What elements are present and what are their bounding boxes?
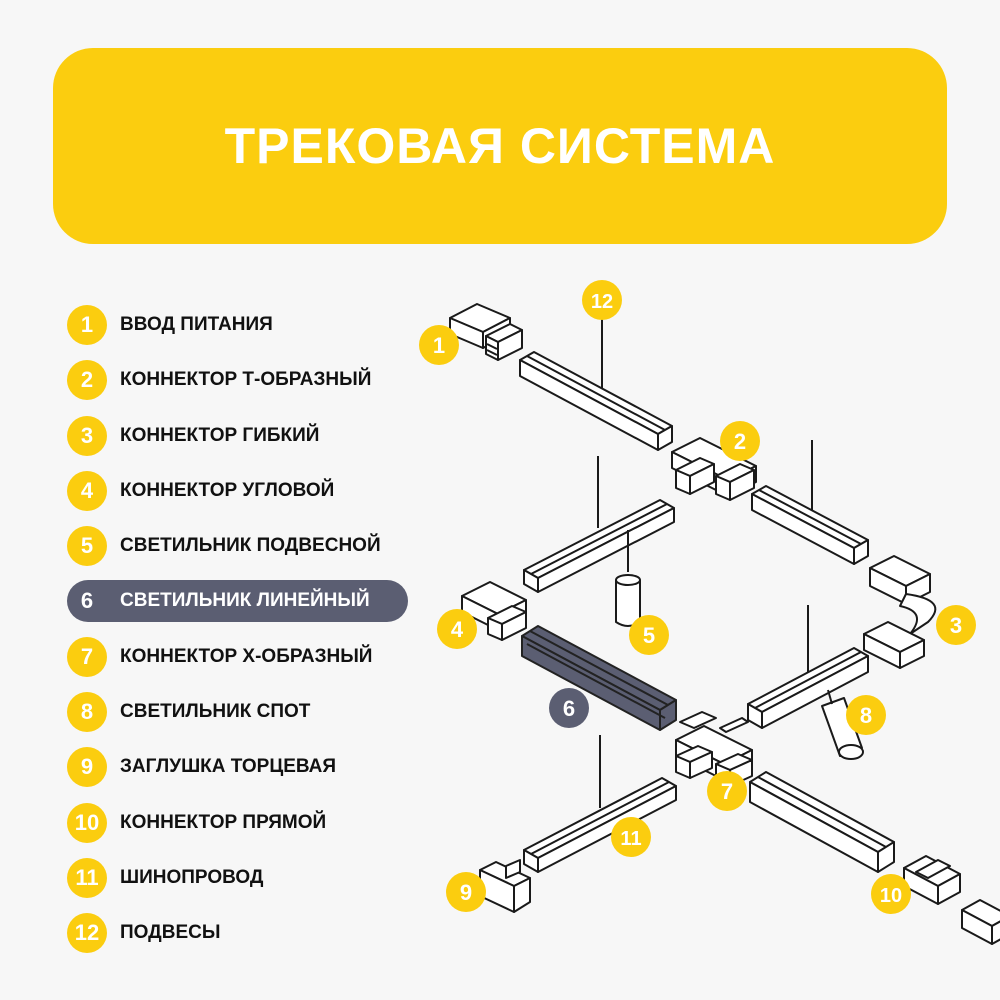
legend-number-badge: 2 — [67, 360, 107, 401]
straight-connector-part — [903, 855, 961, 905]
badge-5: 5 — [629, 615, 669, 655]
legend-number-badge: 9 — [67, 747, 107, 788]
legend-item-end-cap[interactable]: 9 ЗАГЛУШКА ТОРЦЕВАЯ — [67, 746, 412, 788]
legend-item-label: КОННЕКТОР Х-ОБРАЗНЫЙ — [120, 645, 373, 667]
badge-10: 10 — [871, 874, 911, 914]
svg-text:2: 2 — [734, 429, 746, 454]
badge-1: 1 — [419, 325, 459, 365]
legend-number-badge: 12 — [67, 913, 107, 954]
t-connector-part — [671, 437, 757, 501]
legend-item-suspensions[interactable]: 12 ПОДВЕСЫ — [67, 912, 412, 954]
svg-text:1: 1 — [433, 333, 445, 358]
legend-number-badge: 3 — [67, 415, 107, 456]
svg-text:7: 7 — [721, 779, 733, 804]
legend-list: 1 ВВОД ПИТАНИЯ 2 КОННЕКТОР Т-ОБРАЗНЫЙ 3 … — [67, 304, 412, 968]
badge-12: 12 — [582, 280, 622, 320]
legend-item-label: КОННЕКТОР Т-ОБРАЗНЫЙ — [120, 369, 372, 391]
legend-item-label: КОННЕКТОР ГИБКИЙ — [120, 424, 320, 446]
rail-right-middle — [747, 647, 869, 729]
svg-text:11: 11 — [620, 828, 641, 850]
badge-3: 3 — [936, 605, 976, 645]
badge-2: 2 — [720, 421, 760, 461]
svg-text:5: 5 — [643, 623, 655, 648]
badge-7: 7 — [707, 771, 747, 811]
svg-text:12: 12 — [591, 291, 613, 313]
end-cap-part — [479, 859, 531, 913]
legend-item-spot-light[interactable]: 8 СВЕТИЛЬНИК СПОТ — [67, 691, 412, 733]
legend-item-busbar[interactable]: 11 ШИНОПРОВОД — [67, 857, 412, 899]
linear-light-part — [521, 625, 677, 731]
spot-light-part — [821, 689, 864, 760]
rail-top — [519, 351, 673, 451]
track-system-diagram: 1 12 2 3 4 5 6 8 7 11 9 10 — [415, 270, 1000, 1000]
badge-9: 9 — [446, 872, 486, 912]
legend-number-badge: 5 — [67, 526, 107, 567]
legend-number-badge: 4 — [67, 470, 107, 511]
title-banner: ТРЕКОВАЯ СИСТЕМА — [53, 48, 947, 244]
legend-item-flexible-connector[interactable]: 3 КОННЕКТОР ГИБКИЙ — [67, 415, 412, 457]
legend-item-straight-connector[interactable]: 10 КОННЕКТОР ПРЯМОЙ — [67, 802, 412, 844]
badge-8: 8 — [846, 695, 886, 735]
svg-text:4: 4 — [451, 617, 464, 642]
legend-item-power-input[interactable]: 1 ВВОД ПИТАНИЯ — [67, 304, 412, 346]
svg-text:8: 8 — [860, 703, 872, 728]
badge-6: 6 — [549, 688, 589, 728]
page-title: ТРЕКОВАЯ СИСТЕМА — [224, 118, 776, 174]
power-input-part — [449, 303, 523, 361]
legend-item-label: ВВОД ПИТАНИЯ — [120, 314, 273, 335]
rail-bottom-left — [523, 777, 677, 873]
svg-text:9: 9 — [460, 880, 472, 905]
legend-item-x-connector[interactable]: 7 КОННЕКТОР Х-ОБРАЗНЫЙ — [67, 636, 412, 678]
legend-number-badge: 6 — [80, 588, 94, 614]
legend-number-badge: 7 — [67, 636, 107, 677]
legend-item-label: ЗАГЛУШКА ТОРЦЕВАЯ — [120, 756, 337, 778]
legend-item-label: ШИНОПРОВОД — [120, 866, 264, 888]
legend-number-badge: 8 — [67, 692, 107, 733]
rail-bottom-right — [749, 771, 895, 873]
legend-item-t-connector[interactable]: 2 КОННЕКТОР Т-ОБРАЗНЫЙ — [67, 359, 412, 401]
rail-left-upper — [523, 499, 675, 593]
legend-number-badge: 1 — [67, 305, 107, 345]
legend-item-linear-light[interactable]: 6 СВЕТИЛЬНИК ЛИНЕЙНЫЙ — [67, 580, 408, 623]
legend-item-corner-connector[interactable]: 4 КОННЕКТОР УГЛОВОЙ — [67, 470, 412, 512]
legend-item-label: ПОДВЕСЫ — [120, 922, 221, 944]
legend-number-badge: 11 — [67, 857, 107, 898]
legend-item-label: СВЕТИЛЬНИК СПОТ — [120, 701, 311, 723]
legend-item-label: СВЕТИЛЬНИК ЛИНЕЙНЫЙ — [120, 590, 370, 612]
legend-item-label: СВЕТИЛЬНИК ПОДВЕСНОЙ — [120, 535, 381, 557]
flexible-connector-part — [863, 555, 937, 669]
svg-text:6: 6 — [563, 696, 575, 721]
legend-item-label: КОННЕКТОР ПРЯМОЙ — [120, 811, 327, 833]
badge-11: 11 — [611, 817, 651, 857]
x-connector-part — [675, 711, 753, 787]
pendant-light-part — [615, 530, 641, 627]
rail-cutoff — [961, 899, 1000, 945]
legend-item-label: КОННЕКТОР УГЛОВОЙ — [120, 479, 335, 501]
corner-connector-part — [461, 581, 527, 641]
rail-right-upper — [751, 485, 869, 565]
legend-number-badge: 10 — [67, 802, 107, 843]
badge-4: 4 — [437, 609, 477, 649]
isometric-illustration: 1 12 2 3 4 5 6 8 7 11 9 10 — [419, 280, 1000, 945]
svg-text:3: 3 — [950, 613, 962, 638]
suspension-wires — [597, 318, 813, 808]
legend-item-pendant-light[interactable]: 5 СВЕТИЛЬНИК ПОДВЕСНОЙ — [67, 525, 412, 567]
svg-text:10: 10 — [880, 885, 902, 907]
